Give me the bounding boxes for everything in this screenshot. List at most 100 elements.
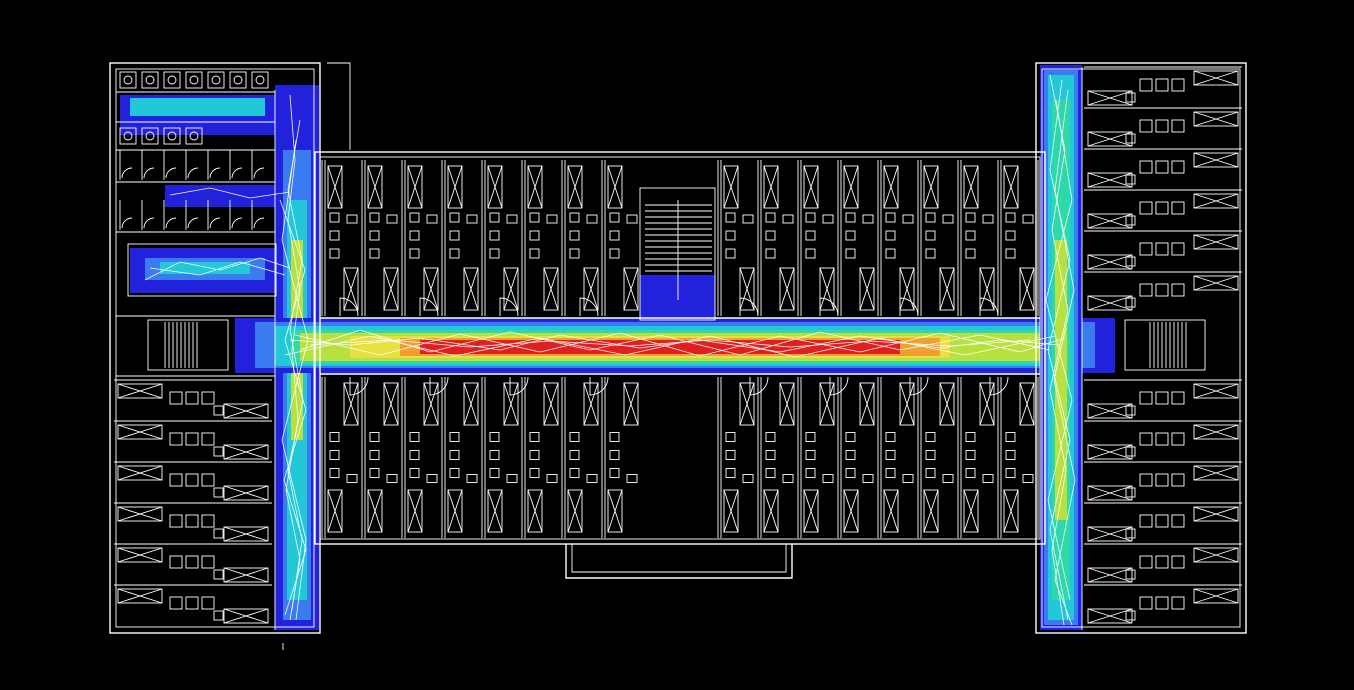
desk-icon (965, 450, 976, 460)
desk-icon (586, 214, 598, 224)
bed-icon (1087, 213, 1133, 229)
desk-icon (201, 555, 215, 569)
desk-icon (1155, 514, 1169, 528)
desk-icon (426, 214, 438, 224)
desk-icon (1125, 92, 1136, 103)
desk-icon (925, 432, 936, 442)
desk-icon (1125, 569, 1136, 580)
bed-icon-cross (803, 489, 819, 533)
desk-icon (609, 432, 620, 442)
desk-icon (1155, 119, 1169, 133)
bed-icon-cross (939, 382, 955, 426)
bed-icon (883, 489, 899, 533)
bed-icon-cross (843, 489, 859, 533)
desk-icon (329, 468, 340, 478)
bed-icon-cross (1087, 213, 1133, 229)
desk-icon (725, 230, 736, 241)
bed-icon-cross (117, 588, 163, 604)
desk-icon (449, 468, 460, 478)
desk-icon (1005, 230, 1016, 241)
shower-area (127, 243, 277, 297)
door-swing-icon (143, 217, 155, 229)
bed-icon (899, 267, 915, 311)
toilet-icon-bowl (211, 75, 221, 85)
desk-icon (765, 468, 776, 478)
desk-icon (725, 468, 736, 478)
door-swing-icon (979, 297, 999, 317)
desk-icon (489, 450, 500, 460)
door-swing-icon (579, 297, 599, 317)
bed-icon-cross (503, 382, 519, 426)
bed-icon-cross (723, 489, 739, 533)
bed-icon-cross (407, 489, 423, 533)
desk-icon (1125, 174, 1136, 185)
desk-icon (1171, 391, 1185, 405)
bed-icon (979, 267, 995, 311)
bed-icon-cross (463, 267, 479, 311)
desk-icon (466, 474, 478, 483)
bed-icon (1193, 234, 1239, 250)
desk-icon (185, 473, 199, 487)
desk-icon (185, 391, 199, 405)
bed-icon-cross (843, 165, 859, 209)
toilet-icon (119, 71, 137, 89)
bed-icon-cross (1003, 489, 1019, 533)
desk-icon (409, 468, 420, 478)
bed-icon-cross (1193, 70, 1239, 86)
bed-icon (623, 267, 639, 311)
desk-icon (885, 230, 896, 241)
desk-icon (1022, 214, 1034, 224)
toilet-icon (119, 127, 137, 145)
toilet-icon (163, 71, 181, 89)
desk-icon (765, 230, 776, 241)
desk-icon (409, 450, 420, 460)
bed-icon (1193, 465, 1239, 481)
desk-icon (885, 432, 896, 442)
bed-icon (527, 165, 543, 209)
desk-icon (213, 610, 224, 621)
desk-icon (169, 473, 183, 487)
desk-icon (942, 214, 954, 224)
bed-icon (487, 489, 503, 533)
bed-icon-cross (117, 383, 163, 399)
desk-icon (965, 212, 976, 223)
desk-icon (369, 248, 380, 259)
desk-icon (529, 248, 540, 259)
desk-icon (902, 474, 914, 483)
desk-icon (169, 514, 183, 528)
bed-icon-cross (1087, 485, 1133, 501)
toilet-icon-bowl (255, 75, 265, 85)
desk-icon (1171, 119, 1185, 133)
bed-icon-cross (1087, 90, 1133, 106)
desk-icon (449, 212, 460, 223)
desk-icon (1005, 450, 1016, 460)
bed-icon-cross (223, 567, 269, 583)
door-swing-icon (165, 167, 177, 179)
bed-icon-cross (1193, 588, 1239, 604)
desk-icon (185, 596, 199, 610)
desk-icon (1139, 555, 1153, 569)
door-swing-icon (829, 376, 849, 396)
desk-icon (765, 248, 776, 259)
desk-icon (569, 212, 580, 223)
path-main-4 (309, 339, 1031, 348)
bed-icon-cross (883, 165, 899, 209)
bed-icon (117, 383, 163, 399)
desk-icon (965, 432, 976, 442)
desk-icon (529, 432, 540, 442)
desk-icon (1155, 201, 1169, 215)
desk-icon (1171, 473, 1185, 487)
path-main-1 (289, 334, 1061, 353)
desk-icon (489, 212, 500, 223)
bed-icon (763, 165, 779, 209)
bed-icon (543, 382, 559, 426)
bed-icon (1193, 70, 1239, 86)
desk-icon (845, 212, 856, 223)
desk-icon (329, 432, 340, 442)
bed-icon (407, 489, 423, 533)
desk-icon (609, 212, 620, 223)
bed-icon (803, 165, 819, 209)
desk-icon (386, 474, 398, 483)
bed-icon (223, 608, 269, 624)
door-swing-icon (253, 167, 265, 179)
